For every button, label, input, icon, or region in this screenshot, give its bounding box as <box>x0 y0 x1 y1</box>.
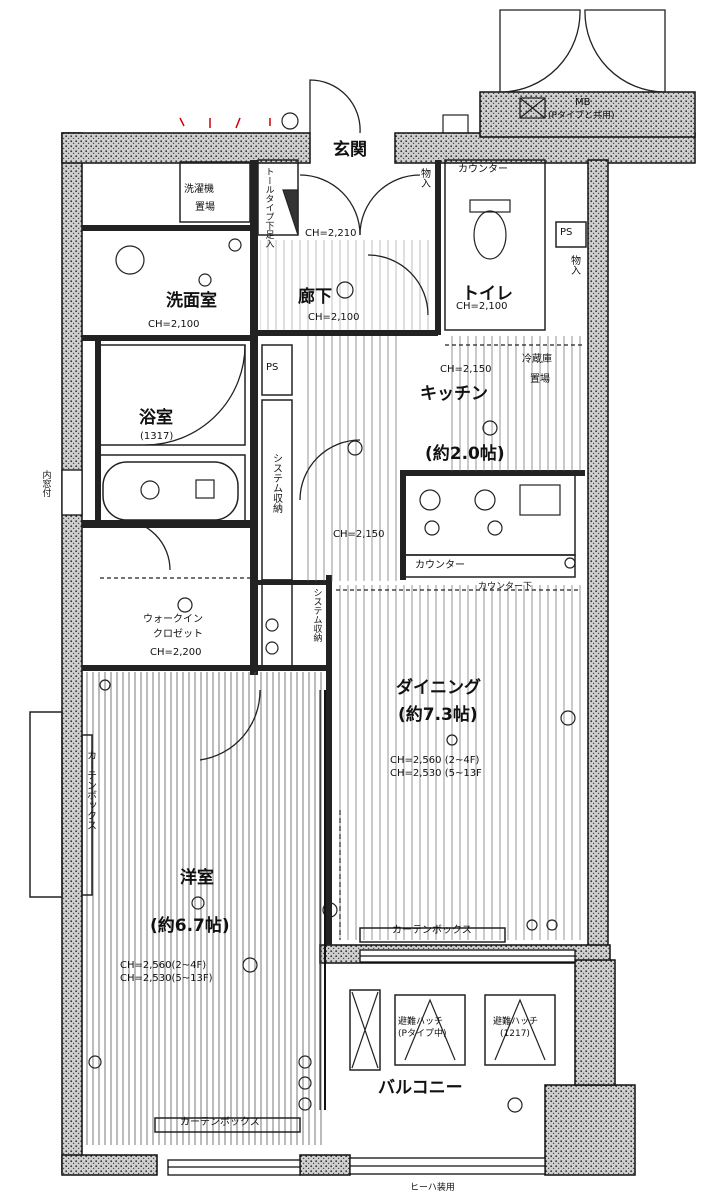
curtain-box-bottom: カーテンボックス <box>180 1117 260 1128</box>
hallway-ch2: CH=2,150 <box>333 529 385 540</box>
door-swings <box>119 9 666 761</box>
wall-red-marks <box>179 117 271 129</box>
system-storage-label: システム収納 <box>270 453 282 513</box>
kitchen-label: キッチン <box>420 384 488 404</box>
balcony-bottom-label: ヒーハ装用 <box>410 1183 455 1193</box>
entry-ch: CH=2,210 <box>305 228 357 239</box>
hallway-ch: CH=2,100 <box>308 312 360 323</box>
counter-under-label: カウンター下 <box>478 582 533 592</box>
fixture-symbols <box>88 97 585 1113</box>
hatch-2-label: 避難ハッチ <box>493 1017 539 1027</box>
inside-window-label: 内窓付 <box>40 470 51 497</box>
toilet-label: トイレ <box>462 284 513 304</box>
washer-label: 洗濯機 <box>184 184 214 195</box>
system-storage-label-2: システム収納 <box>311 588 322 642</box>
fridge-label: 冷蔵庫 <box>522 354 552 365</box>
dining-label: ダイニング <box>396 678 481 698</box>
storage-label: 物入 <box>418 168 430 188</box>
dining-size: (約7.3帖) <box>398 705 478 725</box>
bedroom-ch1: CH=2,560(2~4F) <box>120 960 207 971</box>
flooring <box>86 240 585 1145</box>
washer-label-2: 置場 <box>195 202 215 213</box>
curtain-box-bedroom: カーテンボックス <box>84 750 96 830</box>
bedroom-size: (約6.7帖) <box>150 916 230 936</box>
hatch-2-note: (1217) <box>500 1029 530 1039</box>
toilet-ch: CH=2,100 <box>456 301 508 312</box>
washroom-label: 洗面室 <box>166 291 217 311</box>
toilet-counter-label: カウンター <box>458 164 508 175</box>
walkin-label: ウォークイン <box>143 614 203 625</box>
mb-note: (Pタイプと共用) <box>548 111 615 121</box>
bath-label: 浴室 <box>139 408 173 428</box>
hatch-1-note: (Pタイプ中) <box>398 1029 447 1039</box>
curtain-box-dining: カーテンボックス <box>392 925 472 936</box>
bedroom-ch2: CH=2,530(5~13F) <box>120 973 213 984</box>
washroom-ch: CH=2,100 <box>148 319 200 330</box>
kitchen-size: (約2.0帖) <box>425 444 505 464</box>
ps-label-2: PS <box>560 227 573 238</box>
bedroom-label: 洋室 <box>180 868 214 888</box>
kitchen-counter-label: カウンター <box>415 560 465 571</box>
room-outlines <box>29 159 587 1133</box>
windows <box>61 469 576 1176</box>
entrance-label: 玄関 <box>333 140 367 160</box>
dining-ch2: CH=2,530 (5~13F <box>390 768 482 779</box>
hatch-1-label: 避難ハッチ <box>398 1017 444 1027</box>
kitchen-ch: CH=2,150 <box>440 364 492 375</box>
walkin-label-2: クロゼット <box>153 629 203 640</box>
walkin-ch: CH=2,200 <box>150 647 202 658</box>
balcony-label: バルコニー <box>378 1078 463 1098</box>
hallway-label: 廊下 <box>298 287 332 307</box>
fridge-label-2: 置場 <box>530 374 550 385</box>
dining-ch1: CH=2,560 (2~4F) <box>390 755 480 766</box>
tall-storage-label: トールタイプ下足入 <box>263 167 274 248</box>
bath-size: (1317) <box>140 431 174 442</box>
mb-label: MB <box>575 97 591 108</box>
storage-label-2: 物入 <box>568 255 580 275</box>
interior-walls <box>82 160 585 945</box>
ps-label-1: PS <box>266 362 279 373</box>
